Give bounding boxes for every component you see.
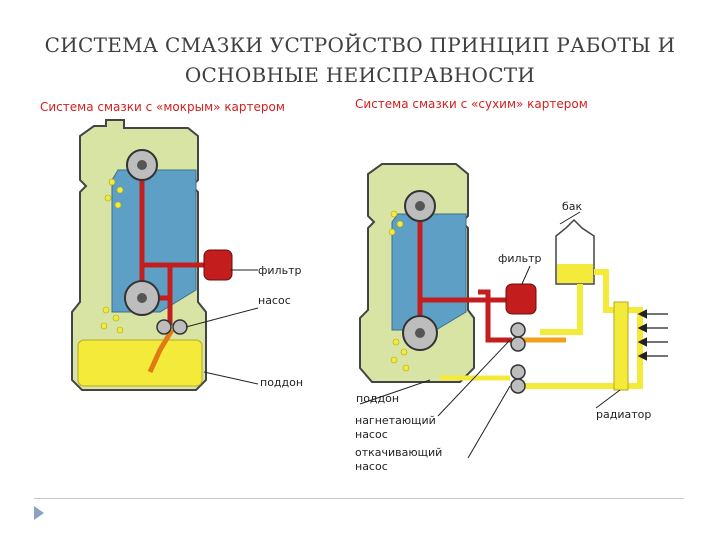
wet-filter-label: фильтр xyxy=(258,264,301,277)
dry-crankshaft-hub xyxy=(415,328,425,338)
wet-sump-callout-line xyxy=(203,371,259,385)
dry-scavenge-pump-gear-top-icon xyxy=(510,364,526,380)
dry-tank-label: бак xyxy=(562,200,583,213)
dry-oil-drops xyxy=(388,210,410,372)
wet-sump-heading: Система смазки с «мокрым» картером xyxy=(40,100,285,114)
dry-sump-heading: Система смазки с «сухим» картером xyxy=(355,97,588,111)
wet-pickup-line xyxy=(147,328,175,374)
wet-cylinder-block xyxy=(111,169,197,313)
slide-title: СИСТЕМА СМАЗКИ УСТРОЙСТВО ПРИНЦИП РАБОТЫ… xyxy=(0,30,720,90)
wet-pump-gear-left-icon xyxy=(156,319,172,335)
wet-sump-label: поддон xyxy=(260,376,303,389)
dry-oil-line xyxy=(417,208,520,343)
dry-radiator-callout-line xyxy=(595,389,621,409)
dry-tank-callout-line xyxy=(559,211,581,225)
dry-filter-label: фильтр xyxy=(498,252,541,265)
wet-oil-line xyxy=(139,170,210,325)
footer-divider xyxy=(34,498,684,499)
dry-filter-callout-line xyxy=(521,265,531,285)
wet-pump-callout-line xyxy=(185,307,259,328)
dry-sump-callout-line xyxy=(359,379,431,405)
wet-sump-diagram: Система смазки с «мокрым» картером фи xyxy=(40,100,303,391)
dry-scavenge-pump-gear-bottom-icon xyxy=(510,378,526,394)
dry-tank-oil xyxy=(557,264,593,283)
wet-pump-gear-right-icon xyxy=(172,319,188,335)
dry-sump-label: поддон xyxy=(356,392,399,405)
dry-scavenge-pump-callout-line xyxy=(467,385,511,459)
wet-crankshaft-hub xyxy=(137,293,147,303)
slide-title-line-2: ОСНОВНЫЕ НЕИСПРАВНОСТИ xyxy=(184,63,536,87)
dry-scavenge-pump-label-1: откачивающий xyxy=(355,446,442,459)
dry-camshaft-hub xyxy=(415,201,425,211)
wet-filter-icon xyxy=(203,249,233,281)
wet-pump-label: насос xyxy=(258,294,291,307)
dry-scavenge-pump-label-2: насос xyxy=(355,460,388,473)
dry-pressure-pump-label-1: нагнетающий xyxy=(355,414,436,427)
dry-filter-icon xyxy=(505,283,537,315)
wet-oil-drops xyxy=(100,178,124,334)
slide-title-line-1: СИСТЕМА СМАЗКИ УСТРОЙСТВО ПРИНЦИП РАБОТЫ… xyxy=(44,33,676,57)
dry-radiator-label: радиатор xyxy=(596,408,651,421)
dry-radiator-airflow-arrows xyxy=(637,309,668,361)
dry-cylinder-block xyxy=(391,213,467,331)
dry-sump-diagram: Система смазки с «сухим» картером xyxy=(355,97,668,473)
dry-pressure-pump-callout-line xyxy=(437,339,511,417)
dry-pressure-pump-gear-top-icon xyxy=(510,322,526,338)
dry-radiator-icon xyxy=(613,301,629,391)
wet-sump-oil xyxy=(77,339,203,387)
dry-pressure-pump-label-2: насос xyxy=(355,428,388,441)
wet-camshaft-hub xyxy=(137,160,147,170)
dry-pressure-pump-gear-bottom-icon xyxy=(510,336,526,352)
footer-arrow-icon xyxy=(34,506,44,520)
